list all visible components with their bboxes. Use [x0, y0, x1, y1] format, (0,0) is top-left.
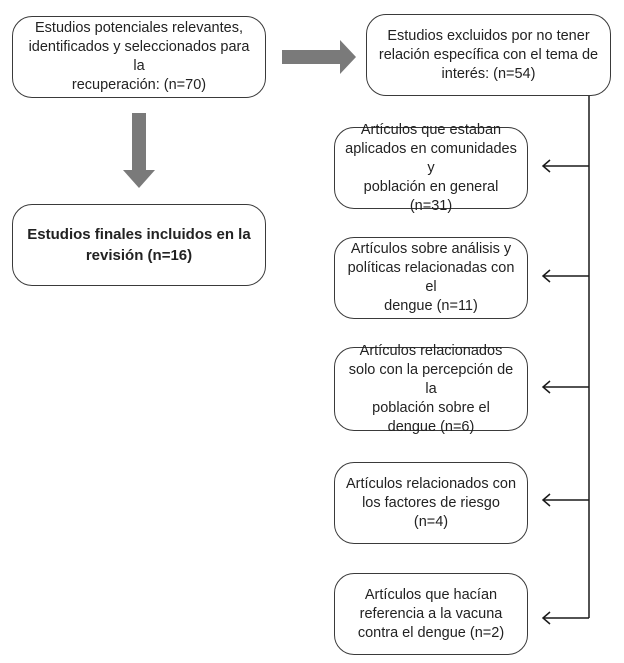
category-4-line-2: los factores de riesgo — [362, 494, 500, 511]
category-box-community: Artículos que estaban aplicados en comun… — [334, 122, 528, 214]
identified-studies-box: Estudios potenciales relevantes, identif… — [12, 16, 266, 98]
category-3-line-2: solo con la percepción de la — [348, 361, 514, 397]
branch-arrowhead-2 — [541, 269, 551, 283]
category-box-perception: Artículos relacionados solo con la perce… — [334, 343, 528, 435]
branch-arrowhead-4 — [541, 493, 551, 507]
category-4-line-1: Artículos relacionados con — [345, 475, 517, 492]
identified-line-1: Estudios potenciales relevantes, — [35, 20, 243, 36]
category-1-line-3: población en general (n=31) — [363, 178, 499, 214]
category-5-line-2: referencia a la vacuna — [359, 605, 503, 622]
block-arrow-down — [123, 113, 155, 188]
final-studies-box: Estudios finales incluidos en la revisió… — [12, 204, 266, 286]
branch-arrowhead-1 — [541, 159, 551, 173]
category-box-vaccine: Artículos que hacían referencia a la vac… — [334, 573, 528, 655]
category-1-line-2: aplicados en comunidades y — [345, 140, 517, 176]
category-box-policies: Artículos sobre análisis y políticas rel… — [334, 237, 528, 319]
category-3-line-3: población sobre el — [372, 399, 490, 416]
category-5-line-1: Artículos que hacían — [364, 586, 498, 603]
block-arrow-right — [282, 40, 356, 74]
excluded-line-1: Estudios excluidos por no tener — [387, 27, 590, 44]
category-3-line-1: Artículos relacionados — [359, 342, 503, 359]
excluded-line-2: relación específica con el tema de — [378, 46, 599, 63]
category-box-risk-factors: Artículos relacionados con los factores … — [334, 462, 528, 544]
identified-line-2: identificados y seleccionados para la — [28, 39, 250, 74]
identified-line-3: recuperación: (n=70) — [71, 77, 207, 93]
category-4-line-3: (n=4) — [413, 513, 449, 530]
category-5-line-3: contra el dengue (n=2) — [357, 624, 505, 641]
category-1-line-1: Artículos que estaban — [360, 121, 502, 138]
category-2-line-1: Artículos sobre análisis y — [350, 241, 512, 257]
final-line-1: Estudios finales incluidos en la — [27, 226, 251, 243]
category-2-line-2: políticas relacionadas con el — [347, 260, 515, 295]
excluded-studies-box: Estudios excluidos por no tener relación… — [366, 14, 611, 96]
branch-arrowhead-5 — [541, 611, 551, 625]
excluded-line-3: interés: (n=54) — [441, 65, 536, 82]
branch-arrows — [541, 159, 589, 625]
final-line-2: revisión (n=16) — [85, 247, 193, 264]
category-2-line-3: dengue (n=11) — [384, 298, 478, 314]
category-3-line-4: dengue (n=6) — [387, 418, 475, 435]
branch-arrowhead-3 — [541, 380, 551, 394]
